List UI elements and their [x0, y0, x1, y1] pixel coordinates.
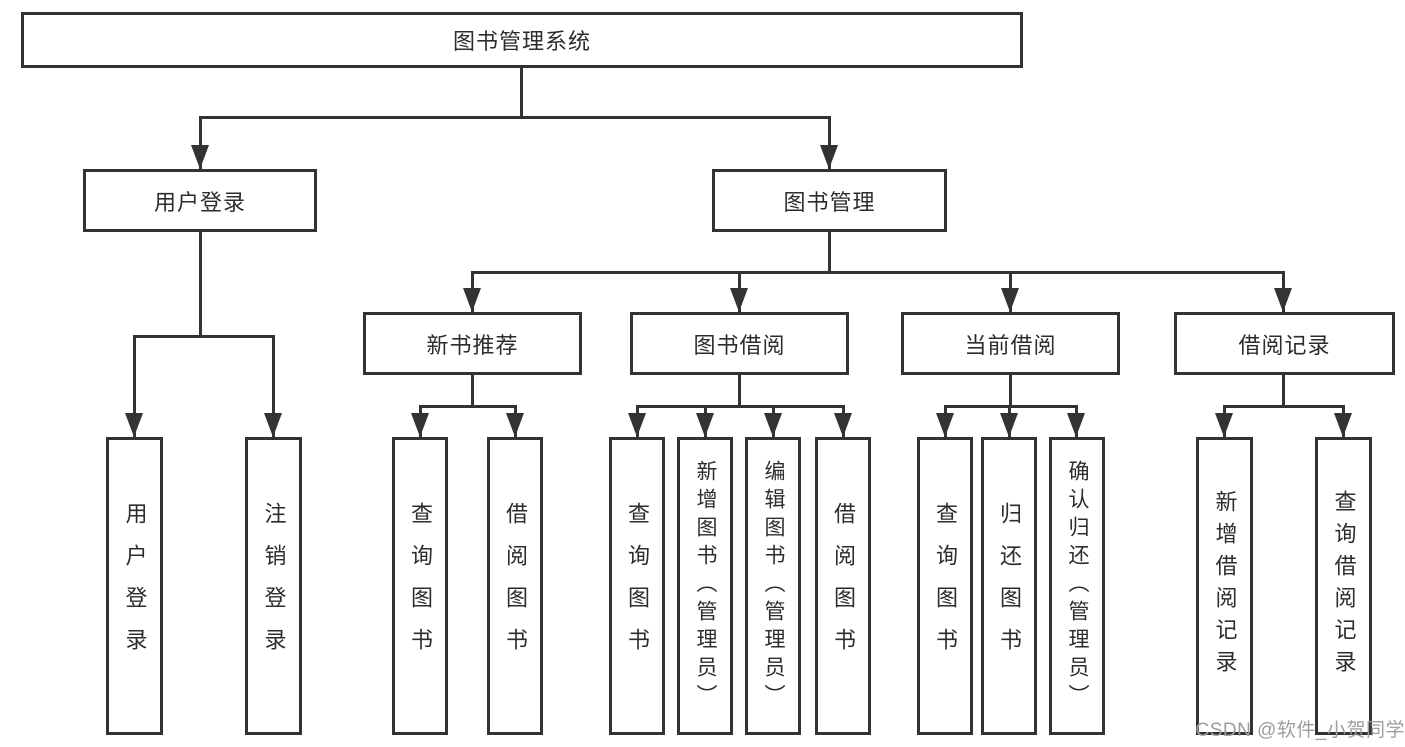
connector-new-book-hline: [419, 405, 517, 408]
node-current-borrow: 当前借阅: [901, 312, 1120, 375]
connector-current-borrow-vline: [1009, 375, 1012, 408]
leaf-label: 查询图书: [933, 502, 958, 670]
node-current-borrow-label: 当前借阅: [964, 332, 1057, 358]
connector-current-borrow-hline: [944, 405, 1078, 408]
leaf-label: 查询借阅记录: [1331, 490, 1357, 682]
node-root-system: 图书管理系统: [21, 12, 1023, 68]
leaf-label: 借阅图书: [831, 502, 856, 670]
leaf-label: 新增借阅记录: [1212, 490, 1238, 682]
connector-root-vline: [520, 68, 523, 117]
leaf-label: 查询图书: [408, 502, 433, 670]
leaf-label: 归还图书: [997, 502, 1022, 670]
connector-book-borrow-vline: [738, 375, 741, 408]
connector-root-hline: [199, 116, 831, 119]
connector-borrow-records-vline: [1282, 375, 1285, 408]
node-new-book-recommend-label: 新书推荐: [426, 332, 519, 358]
leaf-borrow-books-recommend: 借阅图书: [487, 437, 543, 735]
leaf-label: 注销登录: [261, 502, 287, 670]
leaf-add-borrow-record: 新增借阅记录: [1196, 437, 1253, 735]
arrowhead-icon: [834, 413, 852, 437]
connector-book-management-vline: [828, 232, 831, 274]
leaf-query-borrow-record: 查询借阅记录: [1315, 437, 1372, 735]
arrowhead-icon: [1274, 288, 1292, 312]
arrowhead-icon: [264, 413, 282, 437]
leaf-query-books-borrow: 查询图书: [609, 437, 665, 735]
arrowhead-icon: [1067, 413, 1085, 437]
leaf-label: 查询图书: [625, 502, 650, 670]
connector-borrow-records-hline: [1223, 405, 1344, 408]
arrowhead-icon: [1215, 413, 1233, 437]
arrowhead-icon: [730, 288, 748, 312]
node-book-borrow-label: 图书借阅: [693, 332, 786, 358]
arrowhead-icon: [1334, 413, 1352, 437]
node-user-login: 用户登录: [83, 169, 317, 232]
leaf-label: 确认归还（管理员）: [1066, 460, 1089, 712]
leaf-edit-books-admin: 编辑图书（管理员）: [745, 437, 801, 735]
arrowhead-icon: [506, 413, 524, 437]
leaf-logout: 注销登录: [245, 437, 302, 735]
leaf-label: 用户登录: [122, 502, 148, 670]
arrowhead-icon: [936, 413, 954, 437]
leaf-user-login: 用户登录: [106, 437, 163, 735]
leaf-label: 编辑图书（管理员）: [762, 460, 785, 712]
arrowhead-icon: [628, 413, 646, 437]
csdn-watermark: CSDN @软件_小贺同学: [1195, 720, 1405, 741]
connector-book-borrow-hline: [636, 405, 844, 408]
connector-user-login-hline: [133, 335, 275, 338]
node-borrow-records-label: 借阅记录: [1238, 332, 1331, 358]
connector-stem-leaf2: [272, 335, 275, 437]
leaf-label: 借阅图书: [503, 502, 528, 670]
connector-user-login-vline: [199, 232, 202, 336]
leaf-query-books-current: 查询图书: [917, 437, 973, 735]
node-root-label: 图书管理系统: [452, 29, 591, 54]
leaf-label: 新增图书（管理员）: [694, 460, 717, 712]
leaf-query-books-recommend: 查询图书: [392, 437, 448, 735]
node-borrow-records: 借阅记录: [1174, 312, 1395, 375]
connector-stem-leaf1: [133, 335, 136, 437]
node-book-management: 图书管理: [712, 169, 947, 232]
arrowhead-icon: [1001, 288, 1019, 312]
arrowhead-icon: [1000, 413, 1018, 437]
connector-book-management-hline: [471, 271, 1285, 274]
connector-stem-user-login: [199, 116, 202, 169]
node-book-borrow: 图书借阅: [630, 312, 849, 375]
connector-new-book-vline: [471, 375, 474, 408]
leaf-borrow-books: 借阅图书: [815, 437, 871, 735]
arrowhead-icon: [191, 145, 209, 169]
leaf-confirm-return-admin: 确认归还（管理员）: [1049, 437, 1105, 735]
arrowhead-icon: [463, 288, 481, 312]
node-user-login-label: 用户登录: [153, 189, 246, 215]
arrowhead-icon: [411, 413, 429, 437]
arrowhead-icon: [820, 145, 838, 169]
leaf-add-books-admin: 新增图书（管理员）: [677, 437, 733, 735]
node-new-book-recommend: 新书推荐: [363, 312, 582, 375]
arrowhead-icon: [764, 413, 782, 437]
leaf-return-books: 归还图书: [981, 437, 1037, 735]
arrowhead-icon: [125, 413, 143, 437]
arrowhead-icon: [696, 413, 714, 437]
node-book-management-label: 图书管理: [783, 189, 876, 215]
connector-stem-book-management: [828, 116, 831, 169]
